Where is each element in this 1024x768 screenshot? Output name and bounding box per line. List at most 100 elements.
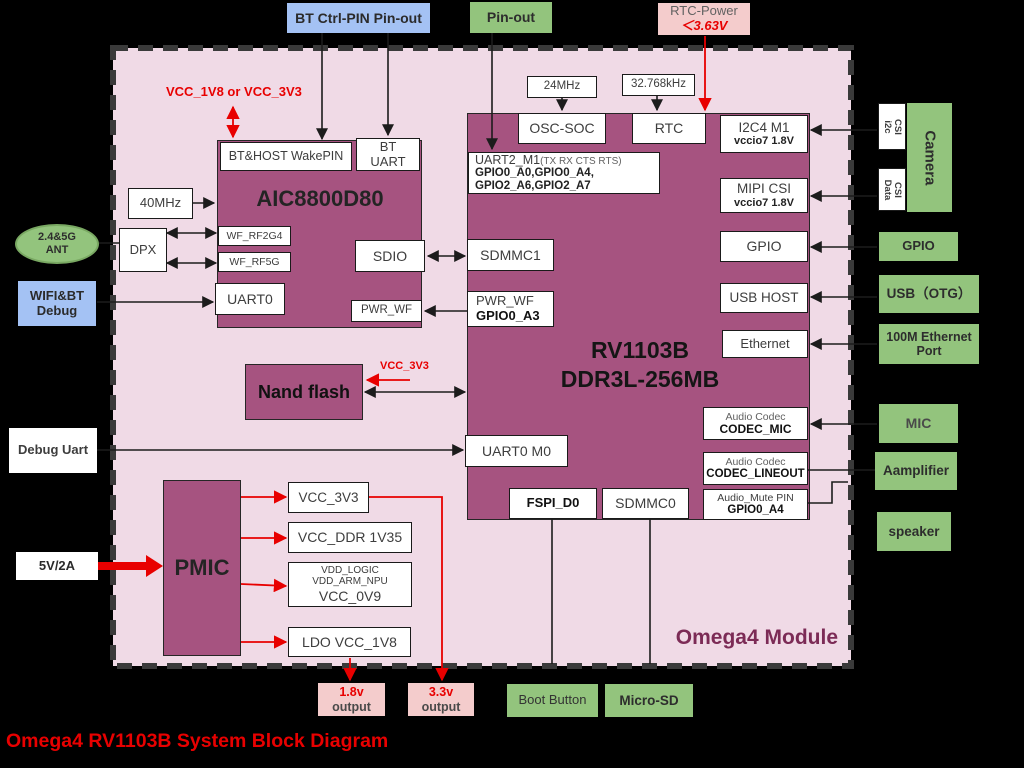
nand-flash-label: Nand flash (257, 381, 350, 402)
usb-otg-label: USB（OTG） (886, 286, 972, 302)
soc-i2c4: I2C4 M1 vccio7 1.8V (720, 115, 808, 153)
output-3v3-label: output (421, 699, 461, 714)
soc-uart0-m0: UART0 M0 (465, 435, 568, 467)
mipi-voltage: vccio7 1.8V (734, 196, 794, 209)
wakepin-label: BT&HOST WakePIN (228, 149, 344, 164)
pmic-out-logic: VDD_LOGIC VDD_ARM_NPU VCC_0V9 (288, 562, 412, 607)
soc-pwr-wf-name: PWR_WF (476, 293, 534, 309)
ethernet-port-label: 100M Ethernet Port (886, 329, 972, 358)
output-3v3-value: 3.3v (428, 685, 454, 700)
clock-24mhz-label: 24MHz (543, 80, 581, 93)
bt-host-wakepin: BT&HOST WakePIN (220, 142, 352, 171)
soc-uart2: UART2_M1(TX RX CTS RTS) GPIO0_A0,GPIO0_A… (468, 152, 660, 194)
nand-power-note: VCC_3V3 (380, 360, 429, 372)
dpx-box: DPX (119, 228, 167, 272)
clock-24mhz: 24MHz (527, 76, 597, 98)
wf-rf5g: WF_RF5G (218, 252, 291, 272)
amplifier-box: Aamplifier (875, 452, 957, 490)
usb-host-label: USB HOST (729, 290, 799, 306)
aic-pwr-wf: PWR_WF (351, 300, 422, 322)
soc-gpio-label: GPIO (746, 238, 782, 255)
dpx-label: DPX (129, 241, 157, 257)
micro-sd-label: Micro-SD (619, 692, 679, 708)
pmic-out-ldo-label: LDO VCC_1V8 (302, 633, 397, 650)
wf-rf2g4: WF_RF2G4 (218, 226, 291, 246)
bt-uart-label: BT UART (370, 138, 406, 169)
pmic-label: PMIC (174, 555, 230, 581)
pmic-out-vcc3v3: VCC_3V3 (288, 482, 369, 513)
pmic-out-vcc3v3-label: VCC_3V3 (298, 489, 359, 505)
page-title: Omega4 RV1103B System Block Diagram (6, 730, 389, 752)
output-3v3-box: 3.3v output (408, 683, 474, 716)
mipi-name: MIPI CSI (736, 181, 791, 197)
output-1v8-label: output (332, 699, 371, 714)
pinout-box: Pin-out (470, 2, 552, 33)
soc-pwr-wf: PWR_WF GPIO0_A3 (467, 291, 554, 327)
nand-flash-block: Nand flash (245, 364, 363, 420)
bt-ctrl-pinout-label: BT Ctrl-PIN Pin-out (295, 9, 422, 26)
uart2-gpio1: GPIO0_A0,GPIO0_A4, (475, 167, 594, 180)
csi-i2c-box: CSI i2c (878, 103, 906, 150)
sdmmc1-label: SDMMC1 (480, 246, 541, 263)
pmic-block: PMIC (163, 480, 241, 656)
soc-osc: OSC-SOC (518, 113, 606, 144)
mic-label: MIC (905, 415, 932, 432)
wake-power-note: VCC_1V8 or VCC_3V3 (166, 84, 302, 99)
aic-sdio: SDIO (355, 240, 425, 272)
soc-fspi: FSPI_D0 (509, 488, 597, 519)
soc-pwr-wf-pin: GPIO0_A3 (476, 308, 540, 323)
clock-32khz-label: 32.768kHz (631, 78, 686, 91)
uart0-label: UART0 (227, 290, 273, 307)
uart0-m0-label: UART0 M0 (482, 442, 551, 459)
output-1v8-value: 1.8v (339, 685, 364, 700)
soc-rtc: RTC (632, 113, 706, 144)
amplifier-label: Aamplifier (882, 463, 950, 479)
soc-ethernet: Ethernet (722, 330, 808, 358)
soc-sdmmc1: SDMMC1 (467, 239, 554, 271)
audio-mute-pin: GPIO0_A4 (727, 503, 784, 516)
output-1v8-box: 1.8v output (318, 683, 385, 716)
clock-40mhz-label: 40MHz (139, 195, 182, 211)
bt-ctrl-pinout-box: BT Ctrl-PIN Pin-out (287, 3, 430, 33)
wf-rf5g-label: WF_RF5G (229, 255, 280, 268)
camera-box: Camera (907, 103, 952, 212)
wifibt-debug-box: WIFI&BT Debug (18, 281, 96, 326)
soc-sdmmc0: SDMMC0 (602, 488, 689, 519)
debug-uart-box: Debug Uart (9, 428, 97, 473)
speaker-box: speaker (877, 512, 951, 551)
osc-soc-label: OSC-SOC (529, 120, 595, 137)
soc-codec-mic: Audio Codec CODEC_MIC (703, 407, 808, 440)
aic8800d80-title: AIC8800D80 (256, 186, 384, 211)
boot-button-label: Boot Button (518, 692, 587, 708)
i2c4-name: I2C4 M1 (738, 119, 790, 135)
soc-codec-lineout: Audio Codec CODEC_LINEOUT (703, 452, 808, 485)
audio-mute-type: Audio_Mute PIN (717, 491, 794, 504)
power-input-label: 5V/2A (38, 557, 76, 573)
uart2-gpio2: GPIO2_A6,GPIO2_A7 (475, 180, 591, 193)
gpio-external-box: GPIO (879, 232, 958, 261)
micro-sd-box: Micro-SD (605, 684, 693, 717)
rtc-power-limit: ＜3.63V (680, 18, 728, 33)
ethernet-port-box: 100M Ethernet Port (879, 324, 979, 364)
codec-mic-name: CODEC_MIC (719, 421, 792, 436)
pmic-out-vccddr: VCC_DDR 1V35 (288, 522, 412, 553)
sdmmc0-label: SDMMC0 (615, 495, 676, 512)
vcc-0v9-label: VCC_0V9 (318, 587, 382, 604)
i2c4-voltage: vccio7 1.8V (734, 135, 794, 148)
soc-gpio: GPIO (720, 231, 808, 262)
csi-i2c-label: CSI i2c (882, 118, 903, 135)
camera-label: Camera (921, 129, 939, 186)
omega4-module-label: Omega4 Module (675, 626, 838, 649)
fspi-label: FSPI_D0 (526, 495, 580, 511)
boot-button-box: Boot Button (507, 684, 598, 717)
vdd-arm-npu-label: VDD_ARM_NPU (312, 576, 388, 588)
clock-32khz: 32.768kHz (622, 74, 695, 96)
wifibt-debug-label: WIFI&BT Debug (29, 287, 85, 318)
gpio-external-label: GPIO (902, 238, 935, 254)
vdd-logic-label: VDD_LOGIC (321, 564, 379, 576)
uart2-name: UART2_M1(TX RX CTS RTS) (475, 152, 622, 167)
csi-data-label: CSI Data (882, 179, 903, 200)
usb-otg-box: USB（OTG） (879, 275, 979, 313)
mic-box: MIC (879, 404, 958, 443)
